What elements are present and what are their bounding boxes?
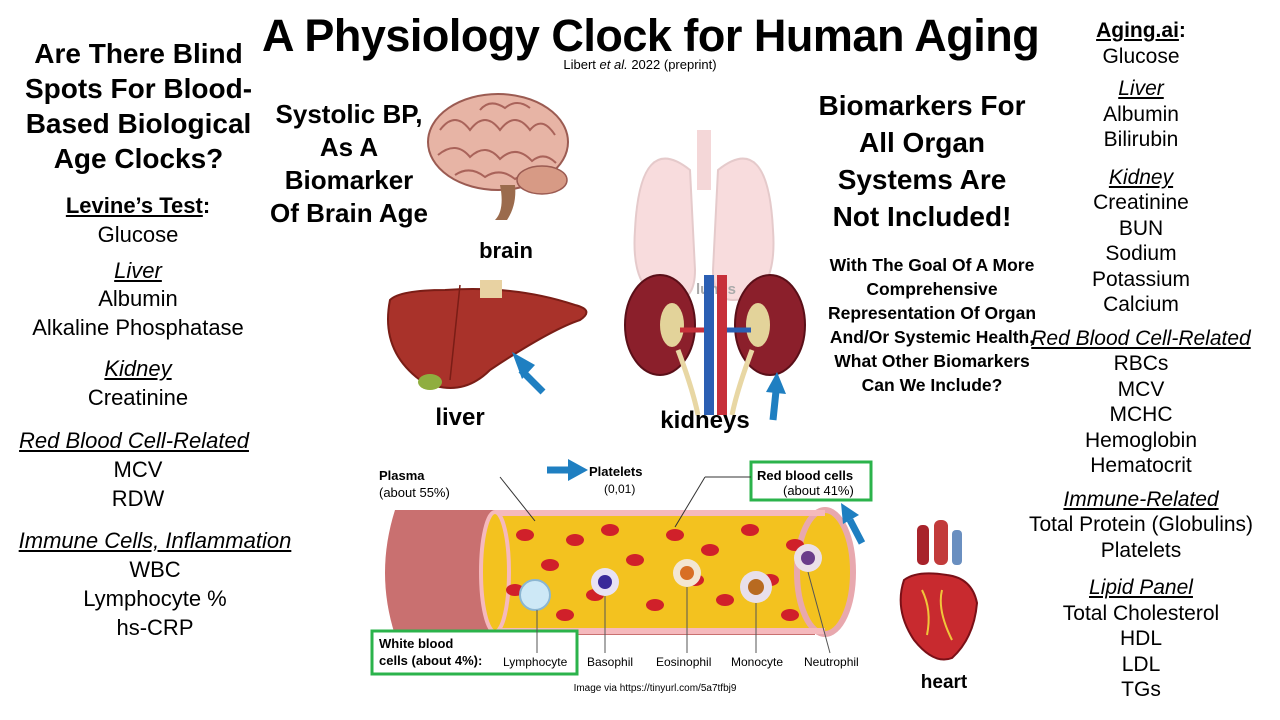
citation-year: 2022 (preprint) bbox=[627, 57, 717, 72]
kidney-arrow-icon bbox=[766, 372, 786, 421]
image-credit: Image via https://tinyurl.com/5a7tfbj9 bbox=[573, 683, 737, 694]
citation: Libert et al. 2022 (preprint) bbox=[520, 57, 760, 72]
platelets-pct: (0,01) bbox=[604, 482, 635, 496]
white-blood-cells bbox=[519, 544, 822, 611]
right-sodium: Sodium bbox=[1105, 242, 1177, 265]
left-glucose: Glucose bbox=[97, 222, 179, 247]
kidneys-label: kidneys bbox=[660, 407, 749, 434]
right-hdl: HDL bbox=[1119, 627, 1162, 650]
right-lipid-heading: Lipid Panel bbox=[1089, 576, 1193, 599]
right-ldl: LDL bbox=[1121, 653, 1161, 676]
lungs-label: lungs bbox=[696, 281, 736, 298]
eosinophil-label: Eosinophil bbox=[656, 655, 711, 669]
left-lymphocyte: Lymphocyte % bbox=[83, 586, 227, 611]
rbc-highlight-box bbox=[749, 460, 873, 502]
heart-label: heart bbox=[921, 672, 968, 690]
right-calcium: Calcium bbox=[1103, 293, 1179, 316]
liver-illustration bbox=[387, 280, 588, 390]
platelets-label: Platelets bbox=[589, 464, 642, 479]
biomarkers-note: Biomarkers For All Organ Systems Are Not… bbox=[818, 90, 1026, 232]
systolic-bp-note: Systolic BP, As A Biomarker Of Brain Age bbox=[270, 99, 428, 228]
levine-heading: Levine’s Test: bbox=[0, 192, 276, 220]
aging-colon: : bbox=[1178, 19, 1186, 42]
right-tgs: TGs bbox=[1121, 678, 1161, 701]
left-crp: hs-CRP bbox=[116, 615, 194, 640]
left-liver-heading: Liver bbox=[114, 258, 162, 283]
blood-vessel-illustration: Plasma (about 55%) Platelets (0,01) Red … bbox=[370, 459, 873, 676]
left-rdw: RDW bbox=[111, 486, 165, 511]
right-hemoglobin: Hemoglobin bbox=[1084, 429, 1198, 452]
right-mcv: MCV bbox=[1117, 378, 1165, 401]
kidneys-illustration bbox=[624, 274, 806, 416]
platelets-arrow-icon bbox=[547, 459, 588, 481]
neutrophil-label: Neutrophil bbox=[804, 655, 859, 669]
plasma-pct: (about 55%) bbox=[379, 485, 450, 500]
right-creatinine: Creatinine bbox=[1093, 191, 1189, 214]
left-question: Are There Blind Spots For Blood-Based Bi… bbox=[24, 38, 253, 174]
liver-label: liver bbox=[435, 404, 484, 431]
left-mcv: MCV bbox=[113, 457, 163, 482]
left-kidney-heading: Kidney bbox=[104, 356, 172, 381]
right-hematocrit: Hematocrit bbox=[1090, 454, 1192, 477]
right-platelets: Platelets bbox=[1100, 539, 1182, 562]
left-immune-heading: Immune Cells, Inflammation bbox=[18, 528, 292, 553]
levine-heading-text: Levine’s Test bbox=[65, 193, 203, 218]
plasma-label: Plasma bbox=[379, 468, 425, 483]
wbc-label: White blood bbox=[379, 636, 453, 651]
right-bilirubin: Bilirubin bbox=[1103, 128, 1179, 151]
right-rbc-heading: Red Blood Cell-Related bbox=[1031, 327, 1251, 350]
right-kidney-heading: Kidney bbox=[1108, 166, 1174, 189]
right-immune-heading: Immune-Related bbox=[1063, 488, 1219, 511]
aging-heading-text: Aging.ai bbox=[1096, 19, 1179, 42]
basophil-label: Basophil bbox=[587, 655, 633, 669]
goal-question: With The Goal Of A More Comprehensive Re… bbox=[827, 255, 1037, 395]
lymphocyte-label: Lymphocyte bbox=[503, 655, 568, 669]
monocyte-label: Monocyte bbox=[731, 655, 783, 669]
rbc-label: Red blood cells bbox=[757, 468, 853, 483]
right-mchc: MCHC bbox=[1109, 403, 1173, 426]
organs-illustration: brain lungs liver kidneys bbox=[387, 93, 806, 434]
lungs-illustration bbox=[633, 130, 775, 302]
liver-arrow-icon bbox=[512, 352, 546, 395]
right-glucose: Glucose bbox=[1102, 45, 1180, 68]
right-bun: BUN bbox=[1118, 217, 1164, 240]
citation-authors: Libert bbox=[563, 57, 600, 72]
rbc-pct: (about 41%) bbox=[783, 483, 854, 498]
brain-illustration bbox=[427, 93, 569, 220]
right-potassium: Potassium bbox=[1091, 268, 1191, 291]
citation-etal: et al. bbox=[599, 57, 628, 72]
right-albumin: Albumin bbox=[1103, 103, 1179, 126]
aging-heading: Aging.ai: bbox=[1016, 18, 1266, 44]
left-wbc: WBC bbox=[129, 557, 181, 582]
wbc-highlight-box bbox=[370, 629, 579, 676]
right-liver-heading: Liver bbox=[1118, 77, 1164, 100]
right-total-chol: Total Cholesterol bbox=[1062, 602, 1220, 625]
left-rbc-heading: Red Blood Cell-Related bbox=[19, 428, 249, 453]
heart-illustration: heart bbox=[899, 520, 979, 690]
left-creatinine: Creatinine bbox=[87, 385, 189, 410]
left-albumin: Albumin bbox=[98, 286, 178, 311]
left-alk-phos: Alkaline Phosphatase bbox=[32, 315, 244, 340]
right-rbcs: RBCs bbox=[1113, 352, 1169, 375]
wbc-pct: cells (about 4%): bbox=[379, 653, 482, 668]
rbc-arrow-icon bbox=[841, 503, 866, 545]
right-total-protein: Total Protein (Globulins) bbox=[1028, 513, 1254, 536]
brain-label: brain bbox=[479, 238, 533, 263]
page-title: A Physiology Clock for Human Aging bbox=[262, 10, 1040, 61]
levine-colon: : bbox=[202, 193, 211, 218]
